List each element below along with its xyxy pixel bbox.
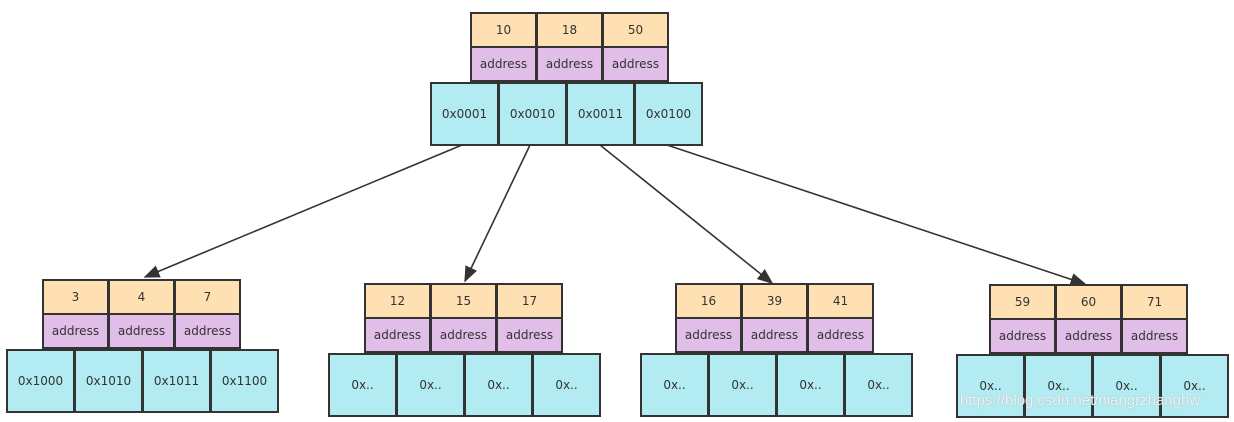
pointer-cell: 0x0100 [634, 82, 703, 146]
key-cell: 39 [741, 283, 808, 319]
key-cell: 50 [602, 12, 669, 48]
pointer-cell: 0x.. [776, 353, 845, 417]
address-cell: address [496, 317, 563, 353]
address-cell: address [989, 318, 1056, 354]
address-cell: address [1055, 318, 1122, 354]
address-cell: address [741, 317, 808, 353]
pointer-cell: 0x.. [844, 353, 913, 417]
edge-arrow-leaf-4 [666, 144, 1087, 286]
address-cell: address [602, 46, 669, 82]
key-cell: 7 [174, 279, 241, 315]
address-cell: address [675, 317, 742, 353]
key-cell: 3 [42, 279, 109, 315]
watermark: https://blog.csdn.net/niangrzhanghw [960, 392, 1201, 409]
pointer-cell: 0x1011 [142, 349, 211, 413]
key-cell: 71 [1121, 284, 1188, 320]
pointer-cell: 0x.. [1160, 354, 1229, 418]
address-cell: address [430, 317, 497, 353]
key-cell: 4 [108, 279, 175, 315]
edge-arrow-leaf-1 [143, 144, 463, 278]
pointer-cell: 0x.. [1024, 354, 1093, 418]
pointer-cell: 0x1100 [210, 349, 279, 413]
pointer-cell: 0x.. [396, 353, 465, 417]
pointer-cell: 0x.. [532, 353, 601, 417]
address-cell: address [470, 46, 537, 82]
pointer-cell: 0x0011 [566, 82, 635, 146]
key-cell: 10 [470, 12, 537, 48]
key-cell: 59 [989, 284, 1056, 320]
address-cell: address [42, 313, 109, 349]
key-cell: 60 [1055, 284, 1122, 320]
address-cell: address [364, 317, 431, 353]
pointer-cell: 0x.. [708, 353, 777, 417]
address-cell: address [174, 313, 241, 349]
address-cell: address [536, 46, 603, 82]
edge-arrow-leaf-2 [464, 144, 531, 283]
pointer-cell: 0x.. [640, 353, 709, 417]
pointer-cell: 0x1000 [6, 349, 75, 413]
pointer-cell: 0x0010 [498, 82, 567, 146]
address-cell: address [1121, 318, 1188, 354]
key-cell: 16 [675, 283, 742, 319]
pointer-cell: 0x.. [956, 354, 1025, 418]
key-cell: 17 [496, 283, 563, 319]
key-cell: 41 [807, 283, 874, 319]
edge-arrow-leaf-3 [599, 144, 774, 285]
pointer-cell: 0x.. [464, 353, 533, 417]
pointer-cell: 0x.. [1092, 354, 1161, 418]
key-cell: 18 [536, 12, 603, 48]
pointer-cell: 0x.. [328, 353, 397, 417]
address-cell: address [108, 313, 175, 349]
address-cell: address [807, 317, 874, 353]
key-cell: 12 [364, 283, 431, 319]
pointer-cell: 0x0001 [430, 82, 499, 146]
key-cell: 15 [430, 283, 497, 319]
pointer-cell: 0x1010 [74, 349, 143, 413]
